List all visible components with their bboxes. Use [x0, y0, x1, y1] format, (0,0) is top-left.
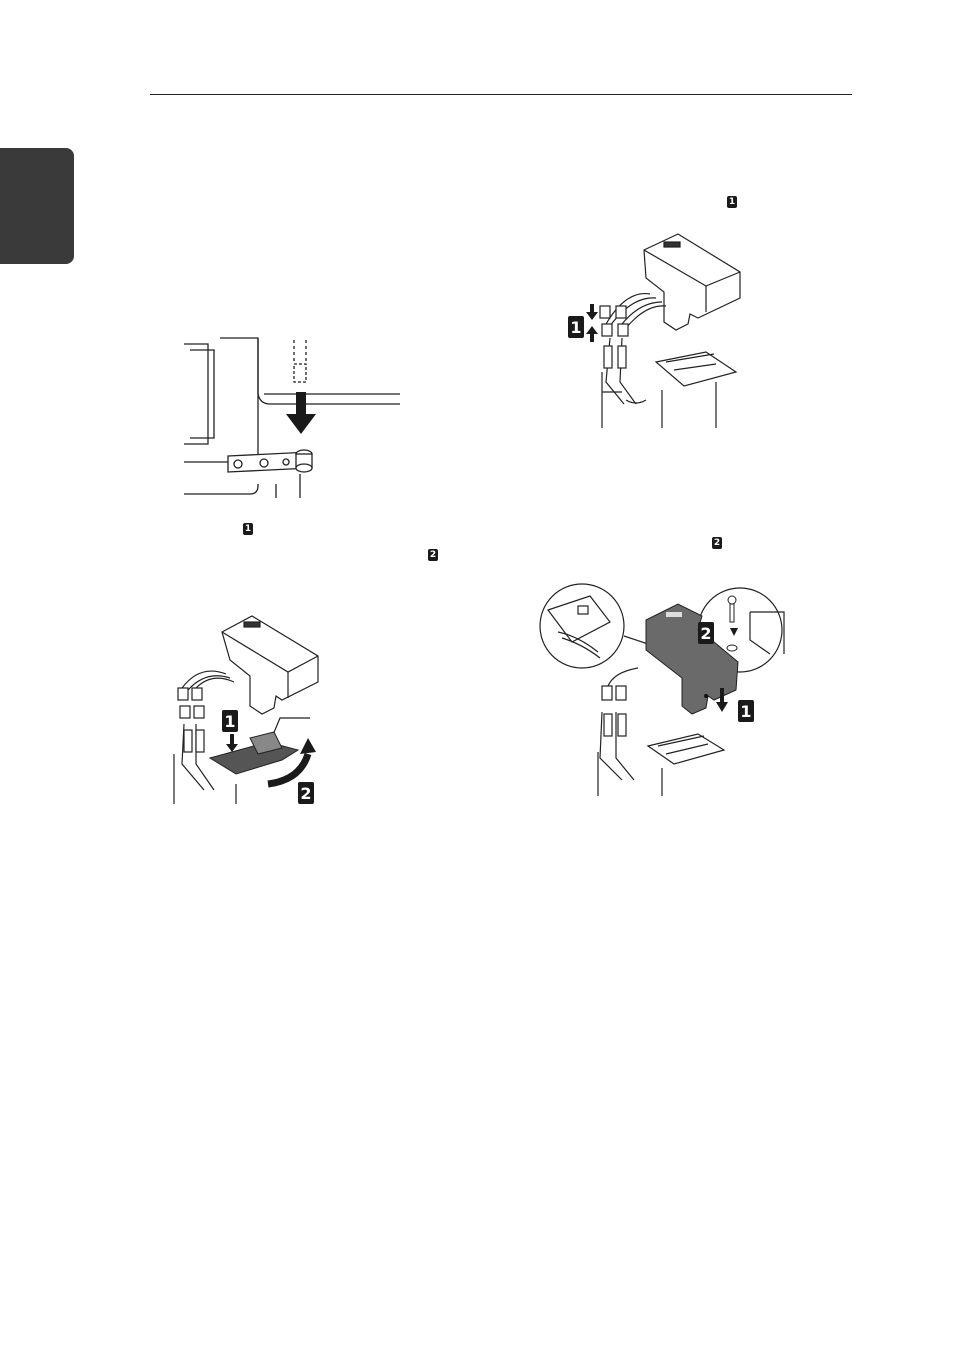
hinge-lift-illustration: 1 2	[170, 614, 326, 804]
step-marker-1: 1	[727, 196, 737, 208]
figure-step-badge: 1	[224, 712, 235, 731]
step-marker-2: 2	[428, 549, 438, 561]
figure-step-badge: 1	[570, 318, 581, 337]
wire-disconnect-illustration: 1	[566, 232, 776, 428]
hinge-removal-illustration	[180, 334, 402, 498]
figure-step-badge: 2	[300, 784, 311, 803]
header-rule	[150, 94, 852, 95]
chapter-tab	[0, 148, 74, 264]
figure-step-badge: 2	[700, 624, 711, 643]
step-marker-1: 1	[243, 523, 253, 535]
figure-step-badge: 1	[740, 702, 751, 721]
step-marker-2: 2	[712, 537, 722, 549]
cover-install-illustration: 2 1	[538, 582, 788, 796]
